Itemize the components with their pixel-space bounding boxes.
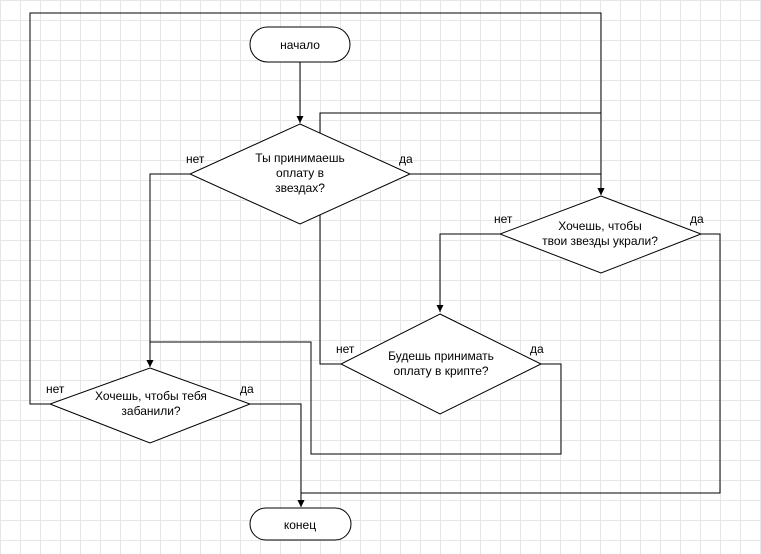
node-end[interactable]: конец [249, 507, 352, 541]
edge-q3-yes-to-q4 [146, 341, 562, 455]
node-question-ban[interactable]: Хочешь, чтобы тебя забанили? [48, 367, 252, 444]
q2-no-label: нет [494, 212, 513, 226]
node-question-crypto[interactable]: Будешь принимать оплату в крипте? [339, 313, 543, 415]
q4-line-2: забанили? [121, 404, 180, 418]
q3-no-label: нет [336, 342, 355, 356]
q4-yes-label: да [240, 382, 254, 396]
edge-q4-yes-to-end [250, 403, 305, 507]
edge-q3-no-loop [319, 112, 605, 365]
edge-q1-yes-to-q2 [410, 173, 605, 195]
q1-line-3: звездах? [275, 181, 325, 195]
q1-line-2: оплату в [276, 166, 324, 180]
edge-labels: нет да нет да нет да нет да [46, 152, 704, 396]
edge-q2-no-to-q3 [436, 233, 500, 312]
q2-yes-label: да [690, 212, 704, 226]
start-label: начало [280, 38, 320, 52]
q4-line-1: Хочешь, чтобы тебя [95, 389, 207, 403]
q3-line-2: оплату в крипте? [393, 364, 488, 378]
q3-line-1: Будешь принимать [388, 349, 494, 363]
edges [29, 12, 721, 507]
q2-line-2: твои звезды украли? [542, 234, 658, 248]
node-question-stolen[interactable]: Хочешь, чтобы твои звезды украли? [498, 195, 703, 274]
q1-no-label: нет [186, 152, 205, 166]
q1-yes-label: да [399, 152, 413, 166]
q3-yes-label: да [530, 342, 544, 356]
node-question-stars[interactable]: Ты принимаешь оплату в звездах? [188, 123, 412, 225]
q4-no-label: нет [46, 382, 65, 396]
q1-line-1: Ты принимаешь [255, 151, 344, 165]
edge-q1-no-to-q4 [146, 173, 190, 367]
end-label: конец [284, 518, 316, 532]
edge-q4-no-loop [29, 12, 605, 405]
q2-line-1: Хочешь, чтобы [558, 219, 642, 233]
node-start[interactable]: начало [249, 26, 351, 63]
